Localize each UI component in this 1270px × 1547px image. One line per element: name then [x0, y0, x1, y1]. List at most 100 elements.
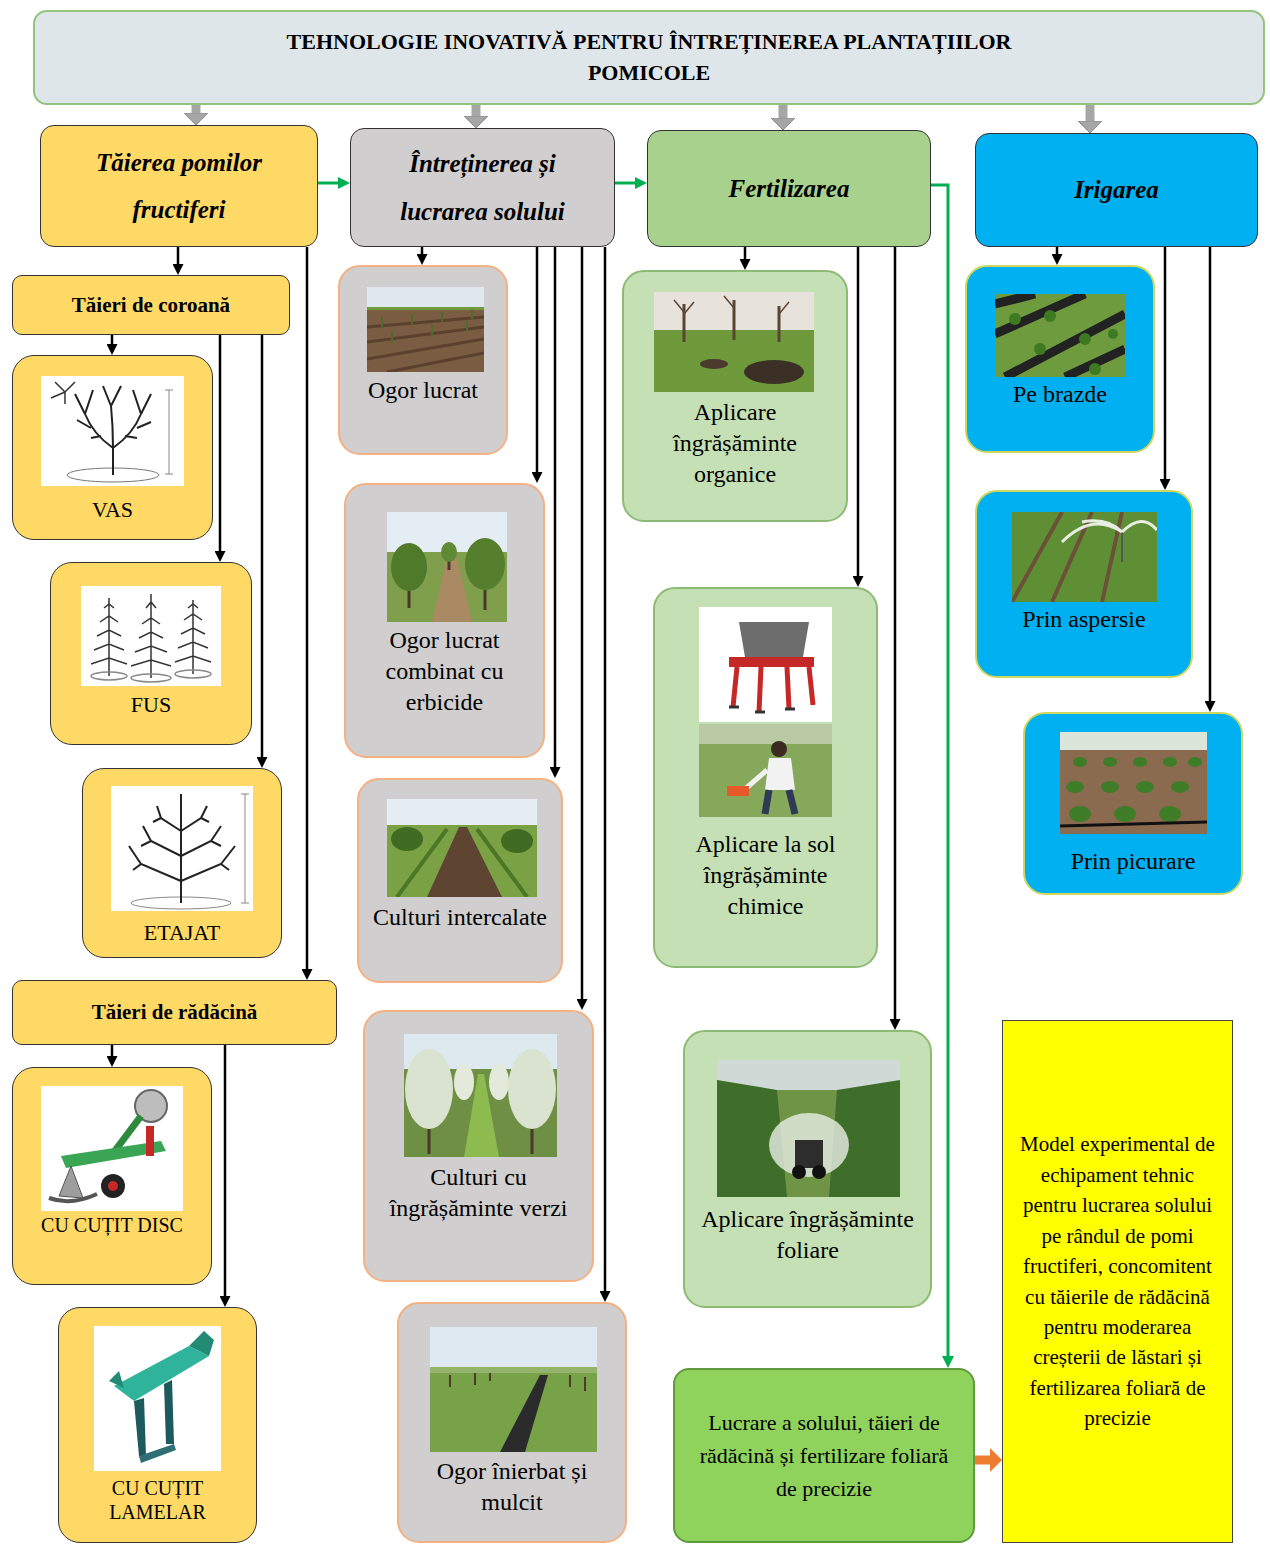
illustration-part: [382, 309, 472, 343]
illustration-part: [1066, 781, 1084, 793]
illustration-part: [146, 1126, 154, 1156]
connector-arrow: [604, 247, 607, 1291]
connector-arrow: [857, 247, 860, 576]
category-box: Întreținerea și lucrarea solului: [350, 128, 615, 247]
illustration-part: [1108, 329, 1118, 339]
illustration-part: [81, 586, 221, 686]
category-box: Fertilizarea: [647, 130, 931, 247]
box-label: Prin picurare: [1071, 846, 1196, 877]
box-label: TEHNOLOGIE INOVATIVĂ PENTRU ÎNTREȚINEREA…: [269, 27, 1029, 89]
connector-arrow: [744, 247, 747, 259]
connector-arrow: [111, 1045, 114, 1056]
illustration-part: [164, 1380, 174, 1444]
illustration-part: [700, 359, 728, 369]
box-label: Ogor lucrat combinat cu erbicide: [356, 625, 533, 719]
box-label: Aplicare îngrășăminte foliare: [695, 1204, 920, 1266]
orchard-photo: [404, 1034, 557, 1157]
box-label: CU CUȚIT DISC: [41, 1213, 183, 1237]
illustration-part: [501, 829, 533, 853]
illustration-part: [75, 386, 151, 475]
illustration-part: [165, 390, 173, 474]
illustration-part: [765, 790, 795, 814]
method-card: Aplicare îngrășăminte organice: [622, 270, 848, 522]
field-photo: [387, 799, 537, 897]
box-label: Întreținerea și lucrarea solului: [381, 140, 584, 235]
illustration-part: [241, 794, 249, 903]
illustration-part: [441, 542, 457, 562]
method-card: CU CUȚIT LAMELAR: [58, 1307, 257, 1543]
illustration-part: [465, 538, 505, 590]
connector-arrow: [177, 247, 180, 264]
box-label: Ogor lucrat: [368, 375, 478, 406]
connector-arrow: [581, 247, 584, 999]
illustration-part: [91, 598, 127, 676]
method-card: Pe brazde: [965, 265, 1155, 453]
illustration-part: [1101, 781, 1119, 793]
illustration-part: [699, 724, 832, 744]
illustration-part: [1034, 343, 1046, 355]
connector-arrow: [975, 1456, 990, 1465]
illustration-part: [771, 741, 787, 757]
illustration-part: [1009, 313, 1021, 325]
connector-arrow: [1086, 105, 1095, 121]
illustration-part: [739, 622, 809, 657]
disc-cutter-figure: [41, 1086, 183, 1211]
box-label: FUS: [131, 691, 171, 720]
illustration-part: [49, 1194, 97, 1201]
illustration-part: [91, 594, 211, 682]
method-card: Aplicare îngrășăminte foliare: [683, 1030, 932, 1308]
illustration-part: [729, 657, 814, 667]
connector-arrow: [318, 182, 338, 185]
orchard-photo: [430, 1327, 597, 1452]
illustration-part: [41, 1086, 183, 1211]
connector-arrow: [192, 105, 201, 113]
tiered-crown-figure: [111, 786, 253, 911]
illustration-part: [189, 1331, 214, 1356]
illustration-part: [1171, 781, 1189, 793]
illustration-part: [51, 382, 75, 404]
connector-arrow: [554, 247, 557, 767]
furrow-photo: [995, 294, 1125, 377]
box-label: Tăierea pomilor fructiferi: [61, 139, 297, 234]
box-label: Ogor înierbat și mulcit: [409, 1456, 615, 1518]
illustration-part: [430, 1327, 597, 1372]
illustration-part: [94, 1326, 221, 1471]
illustration-part: [450, 1371, 585, 1391]
illustration-part: [1114, 806, 1136, 822]
box-label: Tăieri de rădăcină: [92, 999, 258, 1025]
method-card: Prin aspersie: [975, 490, 1193, 678]
illustration-part: [429, 1129, 532, 1154]
connector-arrow: [894, 247, 897, 1019]
box-label: Culturi intercalate: [373, 902, 547, 933]
connector-arrow: [421, 247, 424, 254]
illustration-part: [108, 1181, 118, 1191]
method-card: Culturi intercalate: [357, 778, 563, 983]
method-card: Prin picurare: [1023, 712, 1243, 895]
illustration-part: [765, 758, 795, 790]
spindle-crown-figure: [81, 586, 221, 686]
box-label: Lucrare a solului, tăieri de rădăcină și…: [689, 1406, 959, 1505]
connector-arrow: [472, 105, 481, 116]
connector-arrow: [779, 105, 788, 118]
subcategory-box: Tăieri de rădăcină: [12, 980, 337, 1045]
illustration-part: [129, 794, 235, 903]
drip-photo: [1060, 732, 1207, 834]
subcategory-box: Tăieri de coroană: [12, 275, 290, 335]
category-box: Tăierea pomilor fructiferi: [40, 125, 318, 247]
illustration-part: [1060, 732, 1207, 750]
illustration-part: [1073, 757, 1087, 767]
illustration-part: [1121, 532, 1123, 562]
category-box: Irigarea: [975, 133, 1258, 247]
illustration-part: [795, 1140, 823, 1168]
illustration-part: [131, 674, 171, 682]
illustration-part: [1136, 781, 1154, 793]
illustration-part: [1163, 757, 1177, 767]
connector-arrow: [261, 335, 264, 757]
illustration-part: [1069, 806, 1091, 822]
worker-photo: [699, 724, 832, 817]
box-label: Aplicare la sol îngrășăminte chimice: [665, 829, 866, 923]
box-label: Fertilizarea: [729, 165, 850, 213]
vase-crown-figure: [41, 376, 184, 486]
illustration-part: [1060, 822, 1207, 826]
